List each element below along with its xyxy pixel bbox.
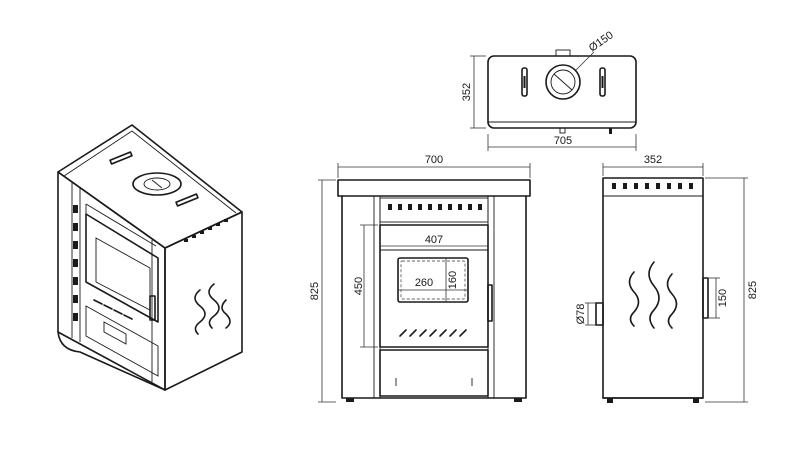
side-width-label: 352: [644, 154, 662, 166]
top-vent-slots: [184, 219, 228, 242]
top-handle-slot-right: [599, 67, 606, 97]
door-width-label: 407: [425, 234, 443, 246]
glass-height-label: 160: [447, 271, 459, 289]
side-top-vent: [612, 183, 693, 189]
top-flue-diameter-label: Ø150: [587, 29, 616, 54]
front-view: 700 825 407 450 260 160: [309, 154, 531, 403]
door-height-label: 450: [353, 277, 365, 295]
iso-door: [85, 213, 159, 323]
isometric-view: [57, 124, 243, 391]
side-flame-decor: [628, 261, 678, 329]
side-height-label: 825: [747, 281, 759, 299]
iso-grille: [93, 299, 133, 320]
top-depth-label: 352: [461, 83, 473, 101]
side-door-handle: [702, 277, 709, 319]
flue-collar: [132, 172, 182, 196]
front-grille: [399, 329, 467, 337]
top-handle-slot-left: [521, 67, 528, 97]
front-top-vent: [388, 204, 482, 210]
front-width-label: 700: [425, 154, 443, 166]
front-glass: [397, 257, 469, 303]
top-view: Ø150 352 705: [461, 29, 637, 151]
front-door-handle: [487, 284, 493, 322]
top-handle-left: [109, 151, 133, 165]
top-handle-right: [175, 193, 199, 207]
side-air-inlet: [595, 302, 604, 326]
side-handle-height-label: 150: [717, 289, 729, 307]
side-vent-slots: [73, 205, 78, 321]
top-flue-circle: [545, 64, 581, 100]
side-view: 352 825 150 Ø78: [575, 154, 759, 403]
front-height-label: 825: [309, 282, 321, 300]
iso-door-handle: [149, 295, 156, 321]
iso-flame-decor: [194, 283, 231, 335]
front-ash-drawer: [379, 349, 489, 397]
top-width-label: 705: [554, 135, 572, 147]
side-inlet-diameter-label: Ø78: [575, 304, 587, 325]
glass-width-label: 260: [415, 277, 433, 289]
